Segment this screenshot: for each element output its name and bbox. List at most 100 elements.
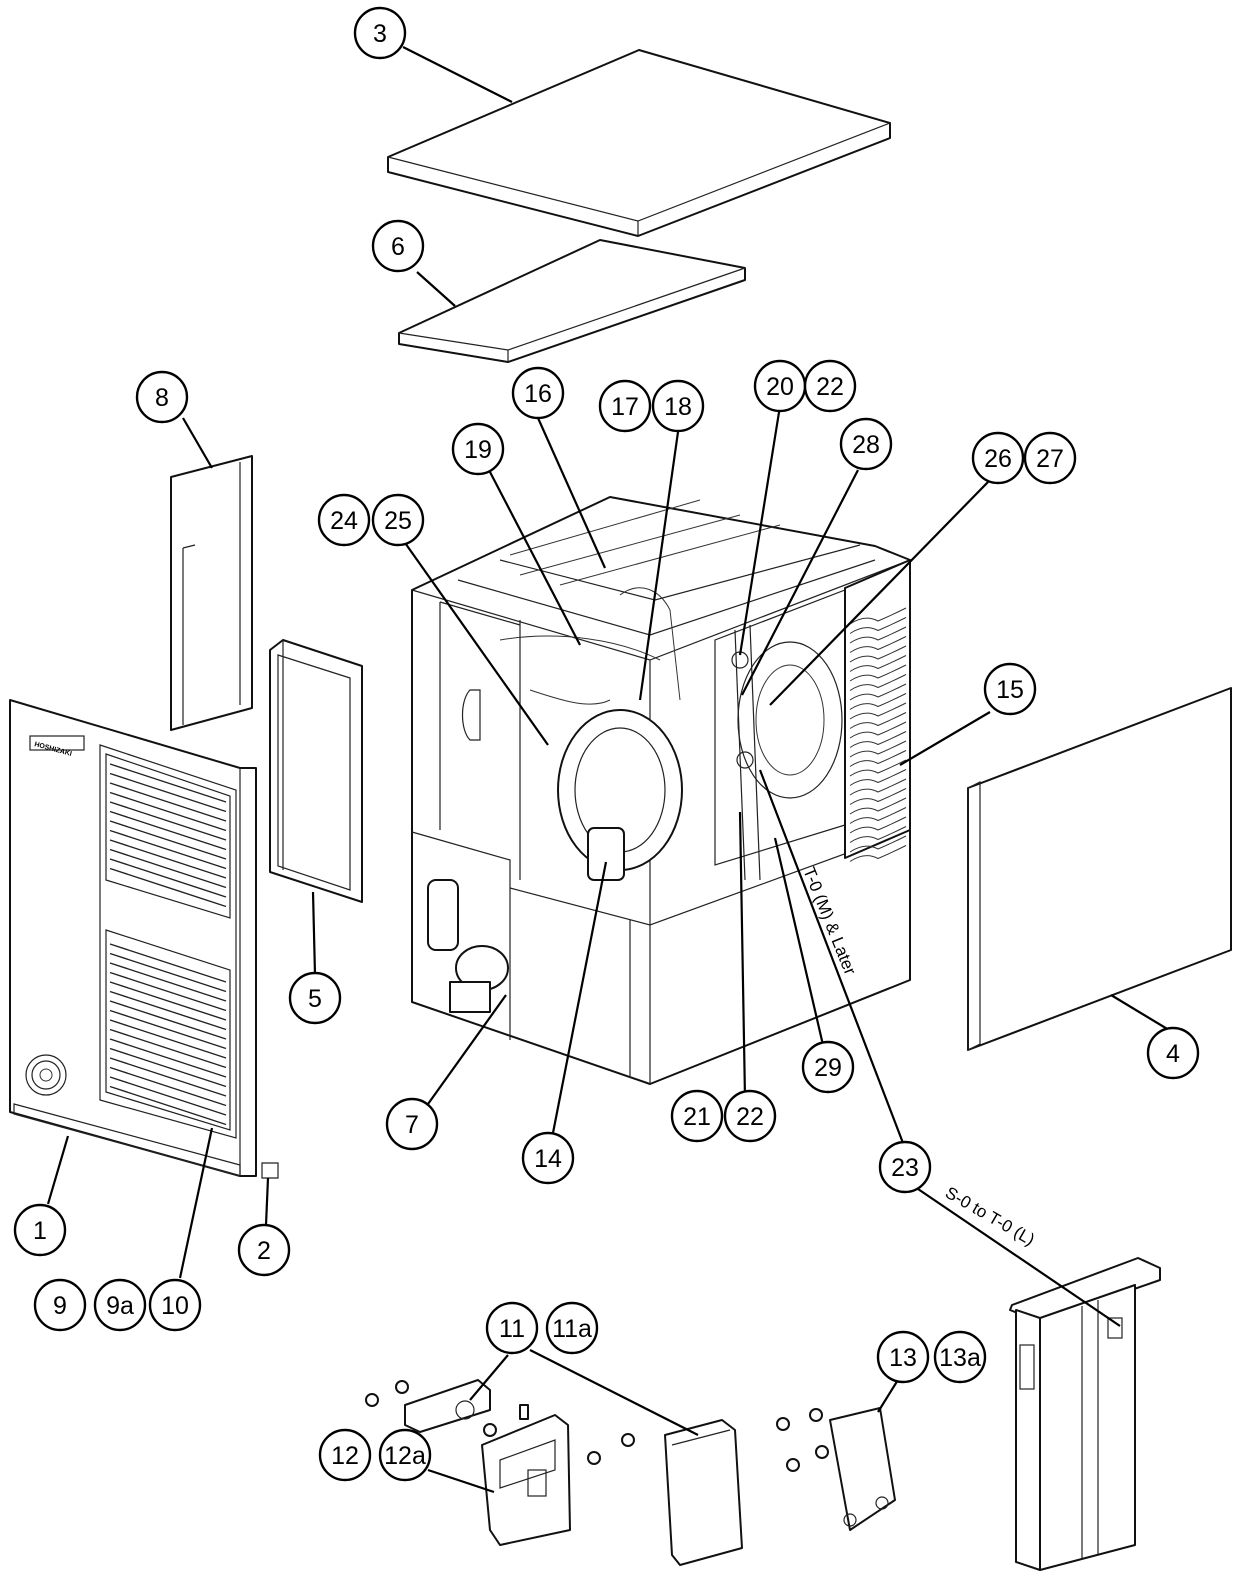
coil-fin (849, 607, 907, 625)
callout-9: 9 (33, 1278, 87, 1332)
control-box (1009, 1257, 1161, 1571)
callout-circle (971, 431, 1025, 485)
callout-circle (317, 493, 371, 547)
coil-fin (849, 826, 907, 843)
louver-line (109, 1076, 227, 1116)
callout-2: 2 (237, 1223, 291, 1277)
coil-fin (849, 702, 907, 720)
callout-10: 10 (148, 1278, 202, 1332)
callout-label: 10 (161, 1292, 189, 1320)
coil-fin (849, 636, 907, 653)
coil-fin (849, 807, 907, 824)
callout-21: 21 (670, 1089, 724, 1143)
callout-circle (876, 1330, 930, 1384)
louver-line (109, 763, 227, 803)
callout-circle (353, 6, 407, 60)
callout-circle (378, 1428, 432, 1482)
callout-circle (371, 219, 425, 273)
louver-line (109, 858, 227, 898)
coil-fin (849, 835, 907, 853)
louver-line (109, 810, 227, 851)
callout-15: 15 (983, 662, 1037, 716)
callout-label: 9 (53, 1292, 67, 1320)
louver-line (109, 1038, 227, 1078)
callout-23: 23 (878, 1140, 932, 1194)
coil-fin (849, 750, 907, 767)
louver-line (109, 772, 227, 813)
callout-14: 14 (521, 1131, 575, 1185)
louver-line (109, 829, 227, 870)
louver-line (109, 962, 227, 1002)
callout-circle (485, 1301, 539, 1355)
louver-line (109, 801, 227, 841)
coil-fin (849, 778, 907, 796)
coil-fin (849, 845, 907, 862)
callout-17: 17 (598, 379, 652, 433)
callout-circle (135, 370, 189, 424)
callout-circle (1023, 431, 1077, 485)
callout-circle (13, 1203, 67, 1257)
callout-label: 8 (155, 384, 169, 412)
callout-circle (801, 1040, 855, 1094)
callout-13a: 13a (933, 1330, 987, 1384)
front-panel: HOSHIZAKI (9, 699, 279, 1179)
callout-label: 22 (736, 1103, 764, 1131)
callout-label: 3 (373, 20, 387, 48)
callout-circle (33, 1278, 87, 1332)
louver-line (109, 791, 227, 832)
louver-line (109, 867, 227, 908)
side-panel (967, 687, 1232, 1051)
coil-fin (849, 797, 907, 815)
callout-label: 5 (308, 985, 322, 1013)
callout-1: 1 (13, 1203, 67, 1257)
callout-29: 29 (801, 1040, 855, 1094)
callout-label: 4 (1166, 1040, 1180, 1068)
leader-lines (46, 46, 1170, 1494)
callout-label: 21 (683, 1103, 711, 1131)
callout-circle (371, 493, 425, 547)
louver-line (109, 1066, 227, 1107)
louver-line (109, 1085, 227, 1126)
callout-circle (1146, 1026, 1200, 1080)
louver-line (109, 782, 227, 822)
coil-fin (849, 759, 907, 777)
callout-4: 4 (1146, 1026, 1200, 1080)
callout-label: 29 (814, 1054, 842, 1082)
louver-line (109, 971, 227, 1012)
coil-fin (849, 683, 907, 701)
coil-fin (849, 740, 907, 758)
louver-line (109, 1000, 227, 1040)
louver-line (109, 1028, 227, 1069)
louver-line (109, 848, 227, 889)
callout-11: 11 (485, 1301, 539, 1355)
callout-22: 22 (723, 1089, 777, 1143)
louver-line (109, 839, 227, 879)
callout-label: 12a (384, 1442, 426, 1470)
bracket-assembly-12 (481, 1404, 571, 1546)
callout-circle (598, 379, 652, 433)
callout-label: 17 (611, 393, 639, 421)
callout-8: 8 (135, 370, 189, 424)
callout-label: 27 (1036, 445, 1064, 473)
coil-fin (849, 693, 907, 710)
callout-circle (723, 1089, 777, 1143)
callout-circle (983, 662, 1037, 716)
callout-9a: 9a (93, 1278, 147, 1332)
callout-label: 11a (552, 1315, 592, 1343)
callout-7: 7 (385, 1097, 439, 1151)
callout-label: 16 (524, 380, 552, 408)
callout-label: 19 (464, 436, 492, 464)
callout-label: 2 (257, 1237, 271, 1265)
grille-louvers-lower (109, 943, 227, 1126)
callout-20: 20 (753, 359, 807, 413)
grille-louvers-upper (109, 763, 227, 908)
callout-label: 20 (766, 373, 794, 401)
callout-label: 23 (891, 1154, 919, 1182)
callout-label: 15 (996, 676, 1024, 704)
callout-circle (318, 1428, 372, 1482)
callout-circle (451, 422, 505, 476)
callout-6: 6 (371, 219, 425, 273)
condenser-coil-fins (849, 607, 907, 862)
louver-line (109, 943, 227, 983)
